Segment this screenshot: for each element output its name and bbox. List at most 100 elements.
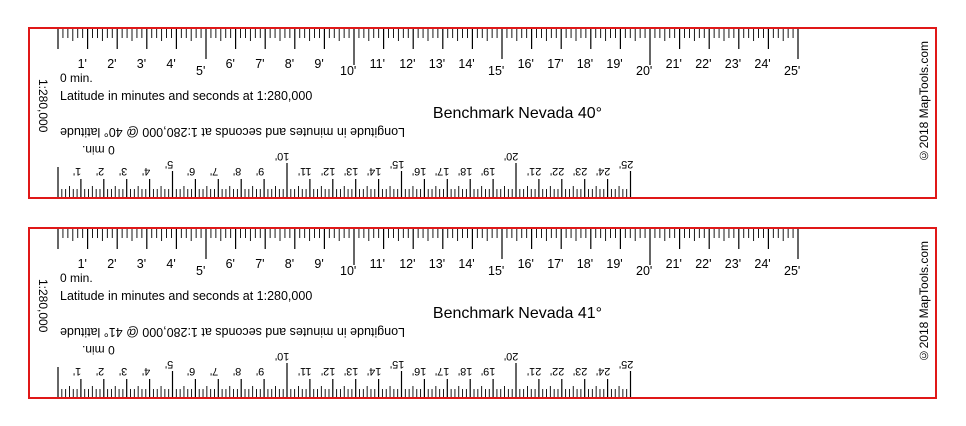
latitude-label: 10': [340, 64, 357, 78]
longitude-label: 1': [72, 365, 82, 377]
latitude-label: 5': [196, 64, 206, 78]
latitude-caption: Latitude in minutes and seconds at 1:280…: [60, 289, 313, 303]
latitude-label: 12': [399, 57, 416, 71]
latitude-zero-label: 0 min.: [60, 71, 93, 85]
longitude-label: 17': [435, 165, 450, 177]
longitude-label: 22': [549, 365, 565, 377]
latitude-label: 23': [724, 257, 742, 271]
longitude-label: 6': [187, 365, 196, 377]
latitude-label: 8': [284, 57, 295, 71]
copyright: ©2018 MapTools.com: [917, 41, 931, 163]
latitude-tick-scale: [57, 229, 799, 397]
longitude-label: 2': [95, 165, 105, 177]
longitude-label: 15': [389, 358, 404, 370]
latitude-label: 7': [255, 57, 265, 71]
longitude-label: 3': [118, 365, 127, 377]
longitude-label: 2': [95, 365, 105, 377]
longitude-caption: Longitude in minutes and seconds at 1:28…: [60, 325, 406, 339]
longitude-label: 13': [343, 365, 359, 377]
longitude-label: 19': [481, 365, 496, 377]
longitude-label: 24': [595, 165, 610, 177]
latitude-label: 4': [166, 257, 176, 271]
latitude-label: 14': [458, 57, 475, 71]
longitude-label: 19': [481, 165, 496, 177]
longitude-label: 14': [366, 365, 381, 377]
latitude-label: 14': [458, 257, 475, 271]
longitude-label: 11': [297, 165, 312, 177]
longitude-label: 10': [275, 350, 290, 362]
longitude-label: 20': [504, 150, 519, 162]
latitude-label: 24': [754, 257, 771, 271]
latitude-label: 15': [488, 264, 505, 278]
latitude-label: 20': [636, 64, 653, 78]
latitude-label: 9': [314, 257, 324, 271]
ruler-40: 1:280,000 ©2018 MapTools.com 0 min. Lati…: [28, 27, 937, 199]
latitude-label: 6': [225, 257, 235, 271]
longitude-label: 21': [526, 365, 542, 377]
latitude-zero-label: 0 min.: [60, 271, 93, 285]
latitude-label: 5': [196, 264, 206, 278]
longitude-label: 22': [549, 165, 565, 177]
latitude-label: 13': [428, 257, 446, 271]
ruler-title: Benchmark Nevada 41°: [30, 305, 935, 323]
ruler-title: Benchmark Nevada 40°: [30, 105, 935, 123]
latitude-label: 22': [695, 57, 712, 71]
longitude-label: 23': [572, 365, 588, 377]
longitude-label: 15': [389, 158, 404, 170]
latitude-label: 1': [77, 57, 87, 71]
latitude-label: 11': [369, 57, 385, 71]
longitude-label: 7': [210, 165, 219, 177]
longitude-label: 7': [210, 365, 219, 377]
longitude-label: 16': [412, 165, 427, 177]
latitude-label: 18': [576, 257, 594, 271]
longitude-label: 20': [504, 350, 519, 362]
longitude-label: 23': [572, 165, 588, 177]
longitude-label: 8': [233, 365, 242, 377]
longitude-label: 5': [164, 358, 173, 370]
latitude-label: 11': [369, 257, 385, 271]
latitude-label: 16': [517, 257, 534, 271]
latitude-label: 24': [754, 57, 771, 71]
longitude-label: 6': [187, 165, 196, 177]
longitude-caption: Longitude in minutes and seconds at 1:28…: [60, 125, 406, 139]
latitude-label: 21': [665, 257, 682, 271]
longitude-label: 25': [618, 158, 633, 170]
latitude-label: 6': [225, 57, 235, 71]
longitude-label: 25': [618, 358, 633, 370]
longitude-label: 8': [233, 165, 242, 177]
latitude-label: 23': [724, 57, 742, 71]
latitude-label: 9': [314, 57, 324, 71]
longitude-label: 18': [458, 365, 473, 377]
longitude-zero-label: 0 min.: [82, 343, 115, 357]
latitude-label: 13': [428, 57, 446, 71]
latitude-label: 22': [695, 257, 712, 271]
longitude-label: 17': [435, 365, 450, 377]
latitude-label: 15': [488, 64, 505, 78]
longitude-label: 1': [72, 165, 82, 177]
longitude-label: 5': [164, 158, 173, 170]
longitude-label: 12': [320, 365, 336, 377]
latitude-label: 17': [547, 257, 564, 271]
latitude-label: 12': [399, 257, 416, 271]
longitude-label: 24': [595, 365, 610, 377]
longitude-zero-label: 0 min.: [82, 143, 115, 157]
latitude-label: 10': [340, 264, 357, 278]
latitude-tick-scale: [57, 29, 799, 197]
longitude-label: 4': [141, 165, 150, 177]
latitude-label: 7': [255, 257, 265, 271]
longitude-label: 9': [256, 365, 265, 377]
latitude-label: 1': [77, 257, 87, 271]
longitude-label: 11': [297, 365, 312, 377]
longitude-label: 12': [320, 165, 336, 177]
latitude-label: 25': [784, 64, 801, 78]
longitude-label: 9': [256, 165, 265, 177]
ruler-title-text: Benchmark Nevada 41°: [432, 305, 603, 322]
longitude-label: 16': [412, 365, 427, 377]
longitude-label: 10': [275, 150, 290, 162]
latitude-label: 18': [576, 57, 594, 71]
latitude-label: 19': [606, 257, 623, 271]
longitude-label: 3': [118, 165, 127, 177]
longitude-label: 18': [458, 165, 473, 177]
latitude-label: 20': [636, 264, 653, 278]
latitude-label: 17': [547, 57, 564, 71]
